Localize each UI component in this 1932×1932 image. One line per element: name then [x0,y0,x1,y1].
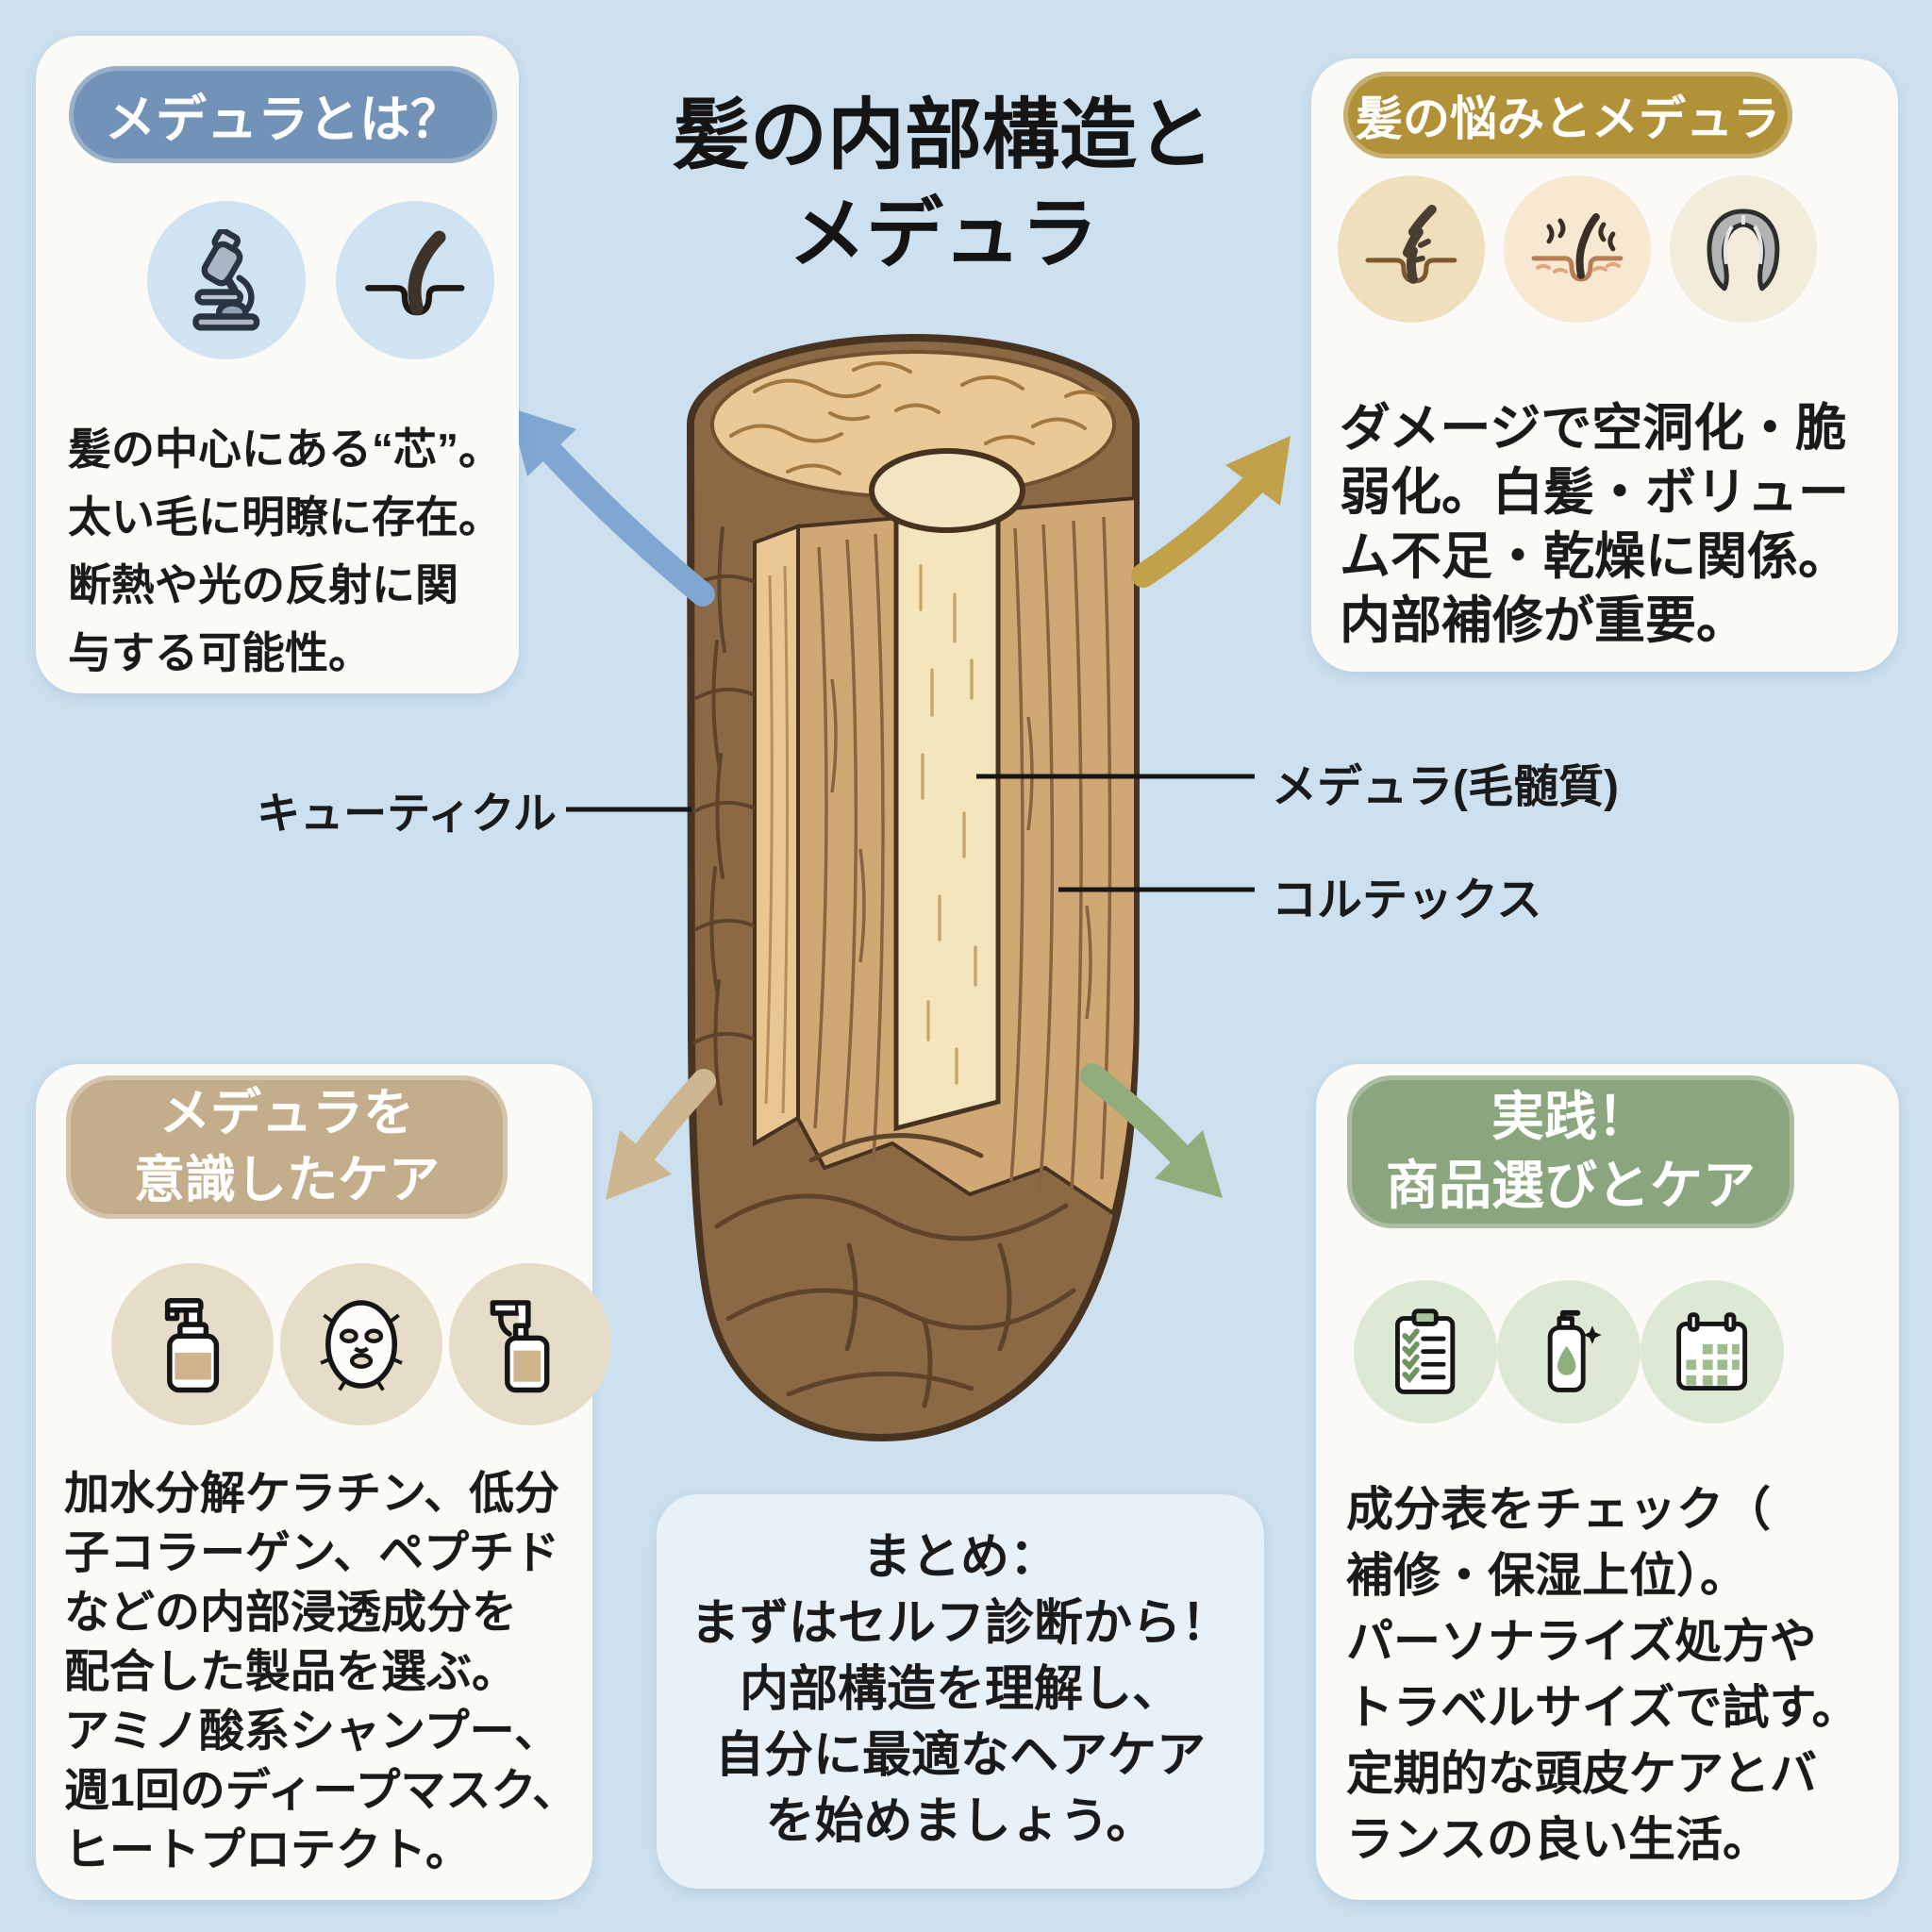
page-title-line1: 髪の内部構造と [672,92,1214,178]
medulla-label: メデュラ(毛髄質) [1272,762,1619,812]
body-line: ダメージで空洞化・脆 [1340,400,1847,457]
body-line: 定期的な頭皮ケアとバ [1346,1747,1817,1800]
body-line: アミノ酸系シャンプー、 [64,1707,560,1757]
microscope-icon [147,201,306,359]
cortex-label: コルテックス [1272,875,1542,925]
body-line: 成分表をチェック（ [1346,1483,1771,1536]
body-line: ヒートプロテクト。 [64,1825,472,1875]
card-medulla-care-header: メデュラを 意識したケア [66,1075,508,1219]
body-line: 断熱や光の反射に関 [68,560,458,609]
card-medulla-care: メデュラを 意識したケア [36,1064,611,1900]
page-title: 髪の内部構造と メデュラ [660,87,1226,285]
body-line: 太い毛に明瞭に存在。 [68,492,502,541]
body-line: トラベルサイズで試す。 [1346,1681,1859,1734]
card-what-is-medulla-header: メデュラとは？ [69,66,497,163]
body-line: ランスの良い生活。 [1346,1813,1770,1866]
card-practice-header: 実践！ 商品選びとケア [1347,1075,1794,1228]
cuticle-label: キューティクル [257,789,557,838]
body-line: 配合した製品を選ぶ。 [64,1647,518,1697]
body-line: 補修・保湿上位）。 [1346,1549,1747,1602]
body-line: などの内部浸透成分を [64,1588,518,1638]
card-practice: 実践！ 商品選びとケア [1316,1064,1899,1900]
card-what-is-medulla: メデュラとは？ [36,36,519,693]
body-line: 週1回のディープマスク、 [64,1766,578,1816]
arrow-to-top-right-card-icon [1131,436,1291,588]
page-title-line2: メデュラ [788,191,1098,277]
card-summary-body: まとめ： まずはセルフ診断から！ 内部構造を理解し、 自分に最適なヘアケア を始… [657,1524,1264,1855]
body-line: 与する可能性。 [68,628,372,677]
spray-bottle-icon [449,1263,611,1425]
card-practice-body: 成分表をチェック（ 補修・保湿上位）。 パーソナライズ処方や トラベルサイズで試… [1346,1476,1874,1873]
body-line: 自分に最適なヘアケア [714,1728,1206,1783]
sheet-mask-icon [280,1263,442,1425]
body-line: ム不足・乾燥に関係。 [1340,528,1849,585]
body-line: パーソナライズ処方や [1346,1615,1817,1668]
body-line: 内部構造を理解し、 [739,1662,1181,1717]
serum-bottle-icon [1497,1280,1641,1424]
body-line: 弱化。白髪・ボリュー [1340,464,1849,521]
arrow-to-bottom-left-card-icon [606,1069,716,1200]
body-line: 加水分解ケラチン、低分 [64,1469,560,1519]
irritated-follicle-icon [1504,175,1651,323]
card-hair-concerns: 髪の悩みとメデュラ [1311,58,1898,672]
body-line: まとめ： [861,1530,1058,1585]
body-line: 子コラーゲン、ペプチド [64,1528,560,1578]
body-line: を始めましょう。 [765,1794,1156,1849]
arrow-to-bottom-right-card-icon [1080,1063,1223,1198]
body-line: まずはセルフ診断から！ [690,1596,1230,1651]
medulla-core [869,448,1025,533]
gray-hair-icon [1670,175,1817,323]
pump-bottle-icon [111,1263,274,1425]
arrow-to-top-left-card-icon [509,408,715,607]
card-summary: まとめ： まずはセルフ診断から！ 内部構造を理解し、 自分に最適なヘアケア を始… [657,1494,1264,1889]
hair-shaft [686,334,1140,1442]
calendar-icon [1641,1280,1784,1424]
checklist-icon [1354,1280,1497,1424]
damaged-hair-icon [1338,175,1485,323]
card-what-is-medulla-body: 髪の中心にある“芯”。 太い毛に明瞭に存在。 断熱や光の反射に関 与する可能性。 [68,415,502,687]
body-line: 髪の中心にある“芯”。 [68,425,502,474]
body-line: 内部補修が重要。 [1340,592,1747,649]
card-medulla-care-body: 加水分解ケラチン、低分 子コラーゲン、ペプチド などの内部浸透成分を 配合した製… [64,1464,578,1880]
card-hair-concerns-body: ダメージで空洞化・脆 弱化。白髪・ボリュー ム不足・乾燥に関係。 内部補修が重要… [1340,396,1877,653]
card-hair-concerns-header: 髪の悩みとメデュラ [1343,72,1792,158]
hair-follicle-icon [336,201,494,359]
